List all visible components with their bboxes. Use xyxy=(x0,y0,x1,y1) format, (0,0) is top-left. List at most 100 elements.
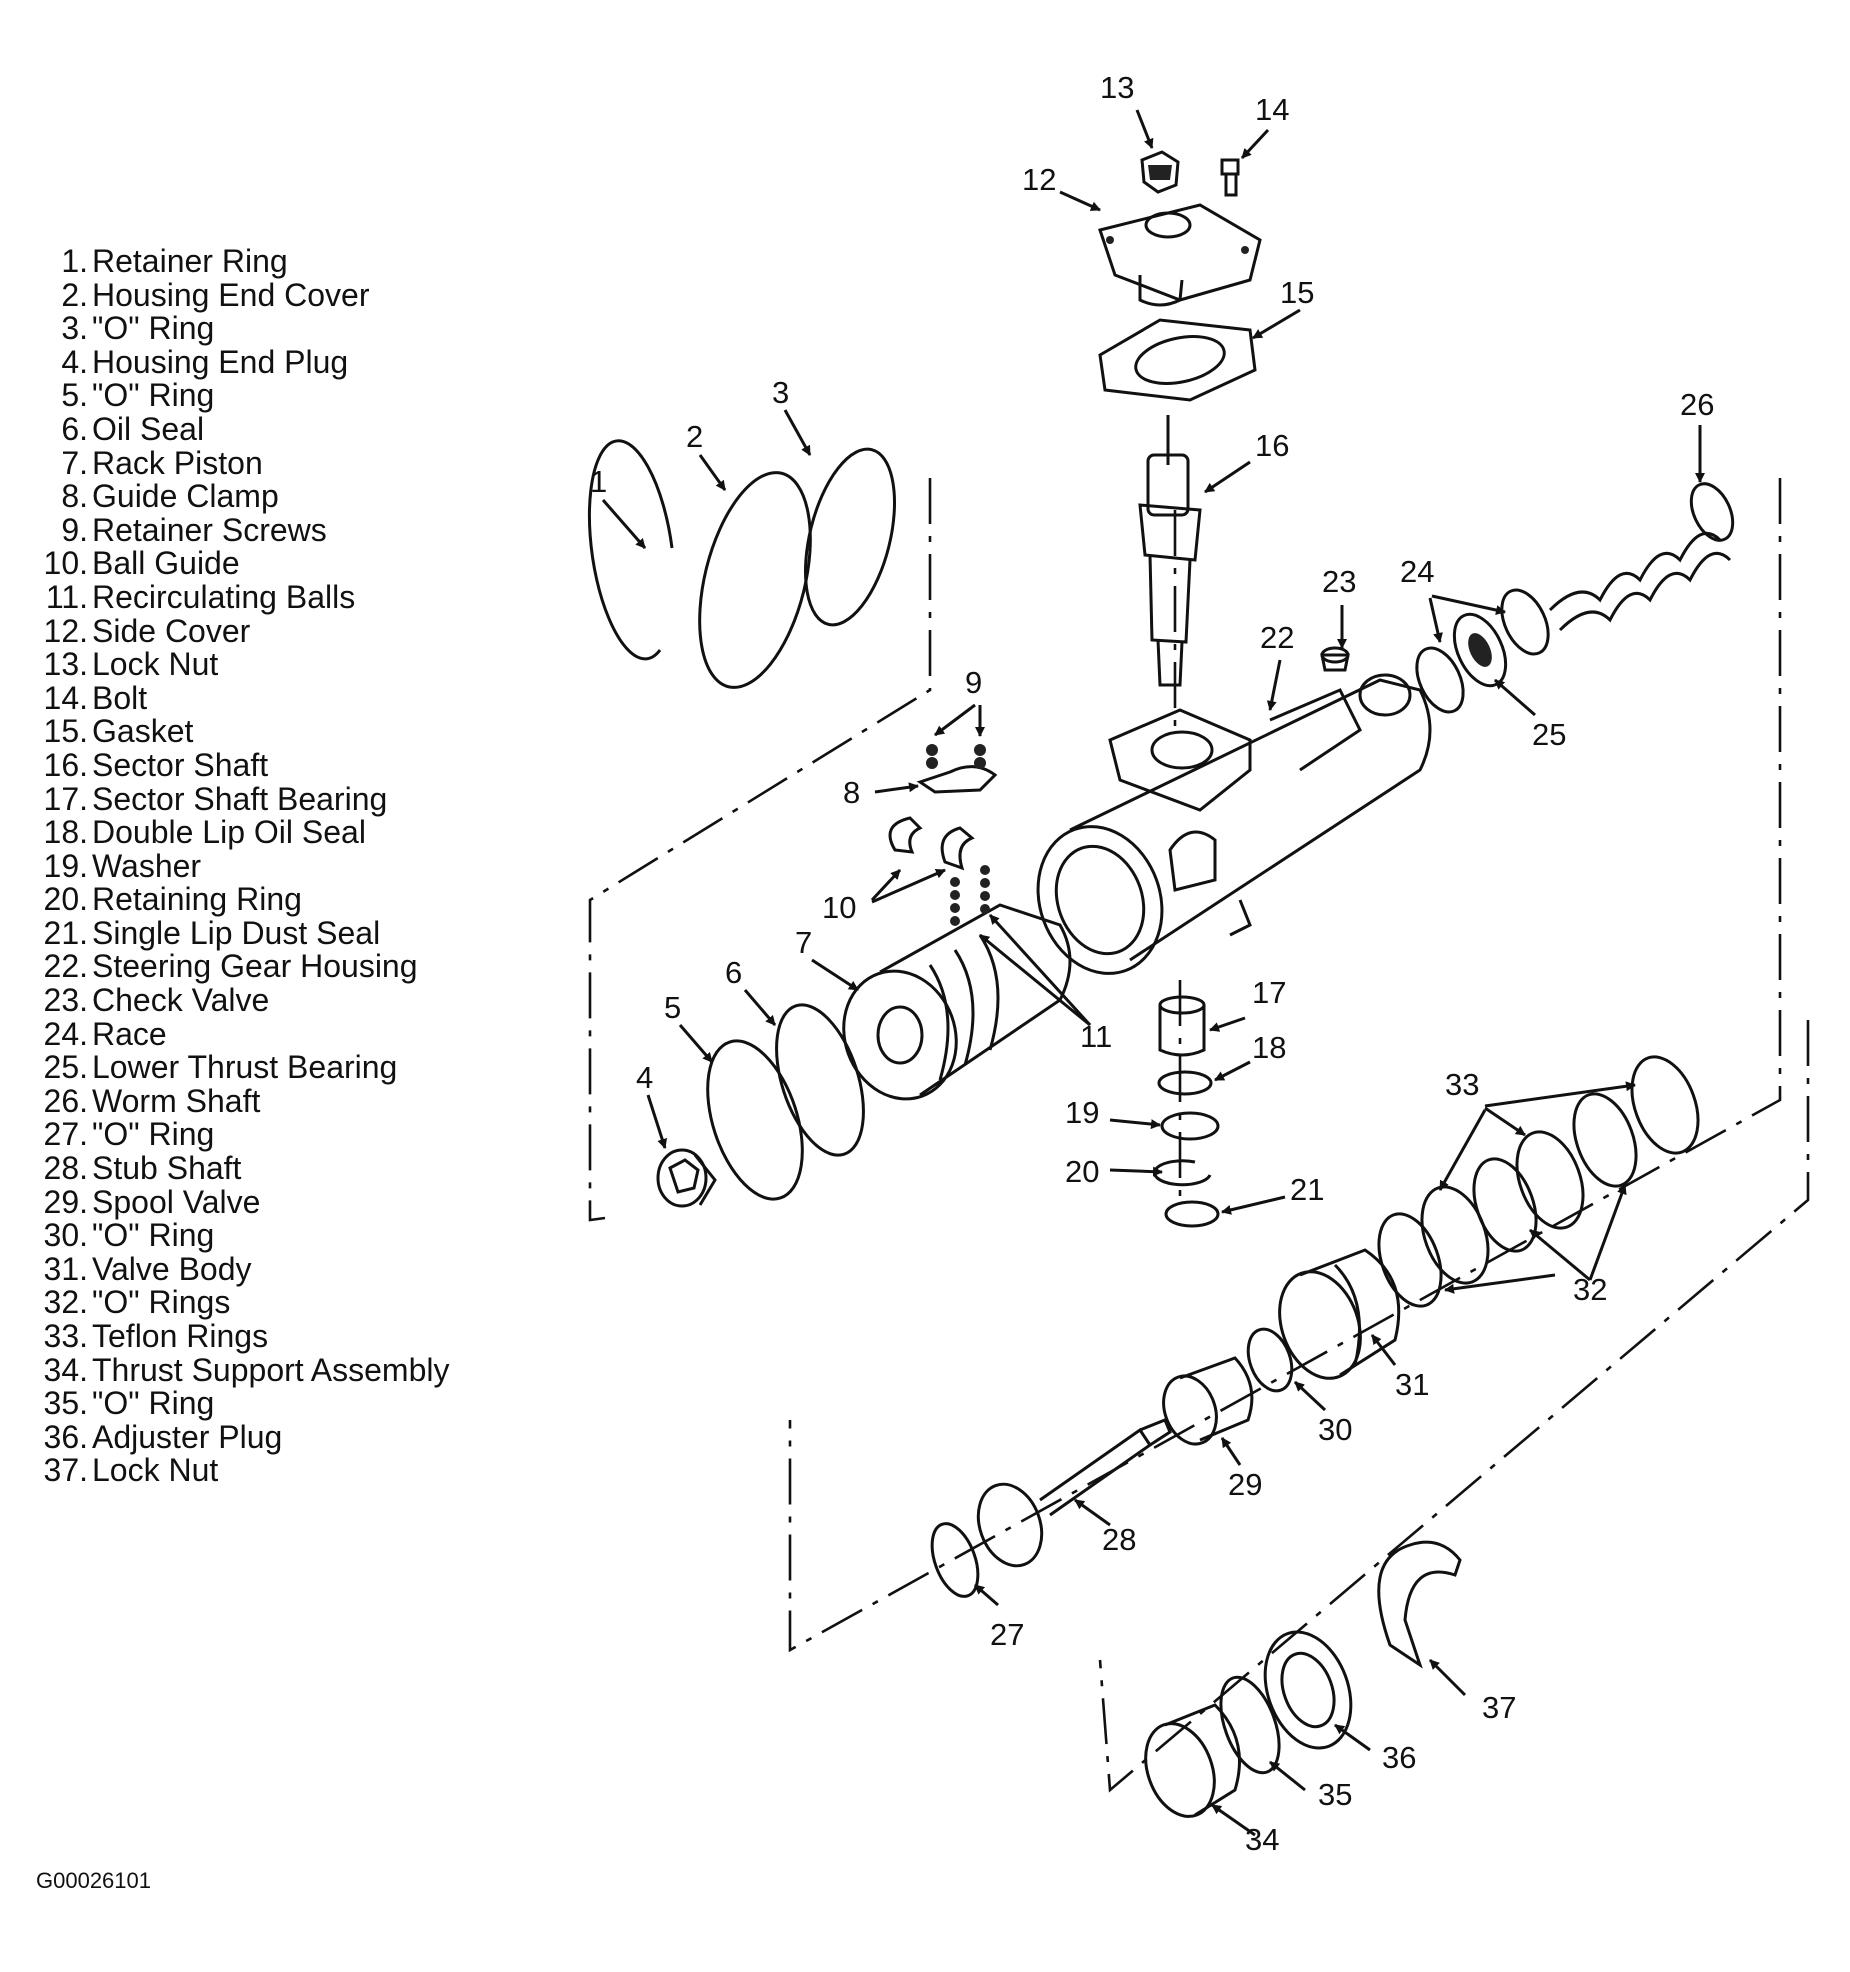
legend-item: 7.Rack Piston xyxy=(30,444,510,481)
legend-part-name: Oil Seal xyxy=(92,410,205,447)
legend-item: 30."O" Ring xyxy=(30,1217,510,1254)
o-ring-3 xyxy=(803,447,897,627)
callout-label: 36 xyxy=(1382,1740,1416,1775)
callout-label: 10 xyxy=(822,890,856,925)
check-valve xyxy=(1320,646,1350,672)
legend-part-name: Rack Piston xyxy=(92,444,263,481)
legend-number: 12. xyxy=(43,612,88,649)
assembly-center-lines xyxy=(588,478,1810,1793)
callout-label: 21 xyxy=(1290,1172,1324,1207)
legend-part-name: "O" Ring xyxy=(92,377,215,414)
legend-number: 11. xyxy=(45,578,88,615)
legend-item: 5."O" Ring xyxy=(30,379,510,413)
o-ring-27 xyxy=(930,1522,980,1598)
legend-item: 31.Valve Body xyxy=(30,1250,510,1287)
legend-item: 18.Double Lip Oil Seal xyxy=(30,814,510,851)
legend-number: 30. xyxy=(43,1217,88,1254)
legend-number: 14. xyxy=(43,679,88,716)
callout-label: 24 xyxy=(1400,554,1434,589)
legend-item: 29.Spool Valve xyxy=(30,1185,510,1220)
legend-item: 26.Worm Shaft xyxy=(30,1084,510,1119)
ball-guide-2 xyxy=(940,826,975,871)
double-lip-oil-seal xyxy=(1157,1070,1213,1096)
side-cover xyxy=(1098,203,1262,307)
lock-nut-37 xyxy=(1377,1540,1462,1669)
legend-item: 32."O" Rings xyxy=(30,1286,510,1320)
legend-item: 28.Stub Shaft xyxy=(30,1151,510,1186)
legend-item: 34.Thrust Support Assembly xyxy=(30,1351,510,1388)
teflon-ring-2 xyxy=(1515,1130,1585,1230)
gasket xyxy=(1098,318,1257,402)
callout-label: 35 xyxy=(1318,1777,1352,1812)
guide-clamp xyxy=(916,765,998,794)
legend-item: 15.Gasket xyxy=(30,715,510,749)
callout-label: 8 xyxy=(843,775,860,810)
callout-label: 14 xyxy=(1255,92,1289,127)
legend-part-name: Check Valve xyxy=(92,982,270,1019)
legend-number: 23. xyxy=(43,982,88,1019)
legend-number: 33. xyxy=(43,1318,88,1354)
legend-number: 6. xyxy=(61,410,88,447)
lower-thrust-bearing xyxy=(1452,612,1508,688)
retaining-ring xyxy=(1153,1159,1212,1187)
legend-item: 25.Lower Thrust Bearing xyxy=(30,1049,510,1086)
legend-item: 17.Sector Shaft Bearing xyxy=(30,780,510,817)
stub-shaft xyxy=(976,1418,1172,1568)
worm-shaft xyxy=(1548,482,1735,632)
legend-item: 19.Washer xyxy=(30,847,510,884)
o-ring-35 xyxy=(1219,1675,1281,1775)
legend-part-name: Double Lip Oil Seal xyxy=(92,814,366,851)
legend-part-name: Washer xyxy=(92,847,202,884)
legend-number: 13. xyxy=(43,646,88,683)
o-ring-32-3 xyxy=(1377,1212,1443,1308)
legend-number: 34. xyxy=(43,1351,88,1388)
legend-item: 9.Retainer Screws xyxy=(30,511,510,548)
legend-number: 21. xyxy=(43,914,88,951)
legend-item: 23.Check Valve xyxy=(30,982,510,1019)
legend-number: 7. xyxy=(61,444,88,481)
legend-number: 4. xyxy=(61,343,88,380)
lock-nut-13 xyxy=(1140,150,1180,194)
legend-item: 36.Adjuster Plug xyxy=(30,1420,510,1455)
legend-item: 4.Housing End Plug xyxy=(30,343,510,380)
legend-item: 13.Lock Nut xyxy=(30,646,510,683)
legend-number: 31. xyxy=(43,1250,88,1287)
housing-end-cover xyxy=(698,471,812,689)
callout-arrows xyxy=(601,109,1705,1837)
o-ring-5 xyxy=(706,1039,804,1201)
legend-number: 27. xyxy=(43,1116,88,1153)
callout-label: 22 xyxy=(1260,620,1294,655)
callout-label: 5 xyxy=(664,990,681,1025)
legend-part-name: Retainer Screws xyxy=(92,511,327,548)
legend-item: 27."O" Ring xyxy=(30,1118,510,1152)
legend-number: 1. xyxy=(61,243,88,279)
legend-number: 19. xyxy=(43,847,88,884)
legend-number: 37. xyxy=(43,1452,88,1489)
legend-part-name: "O" Ring xyxy=(92,1385,215,1422)
legend-number: 22. xyxy=(43,948,88,985)
legend-part-name: Valve Body xyxy=(92,1250,252,1287)
retainer-ring xyxy=(587,439,674,661)
legend-number: 25. xyxy=(43,1049,88,1086)
legend-item: 24.Race xyxy=(30,1015,510,1052)
legend-item: 10.Ball Guide xyxy=(30,547,510,581)
retainer-screws xyxy=(926,744,986,769)
legend-item: 2.Housing End Cover xyxy=(30,278,510,313)
legend-number: 10. xyxy=(43,545,88,582)
legend-part-name: Retainer Ring xyxy=(92,243,288,279)
legend-number: 24. xyxy=(43,1015,88,1052)
legend-number: 17. xyxy=(43,780,88,817)
legend-part-name: "O" Ring xyxy=(92,1116,215,1153)
o-ring-30 xyxy=(1246,1327,1294,1393)
callout-label: 18 xyxy=(1252,1030,1286,1065)
recirculating-balls xyxy=(950,865,990,926)
washer xyxy=(1160,1111,1220,1141)
housing-end-plug xyxy=(656,1148,717,1208)
single-lip-dust-seal xyxy=(1164,1200,1220,1228)
legend-number: 20. xyxy=(43,881,88,918)
legend-part-name: "O" Rings xyxy=(92,1284,231,1321)
valve-body xyxy=(1278,1248,1401,1380)
legend-part-name: "O" Ring xyxy=(92,1217,215,1254)
